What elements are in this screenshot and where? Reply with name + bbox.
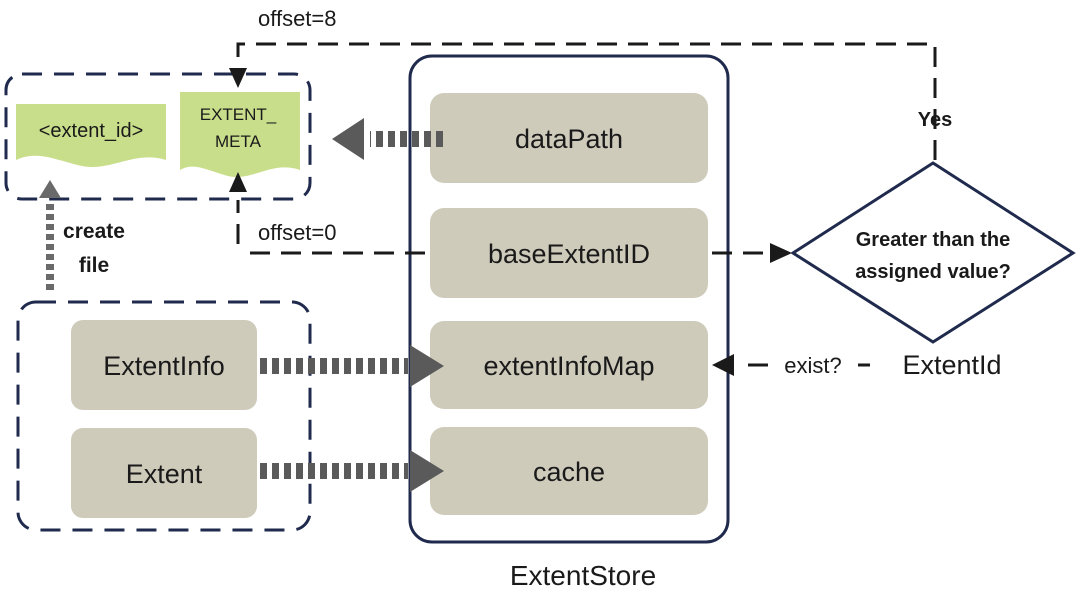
data-path-box bbox=[430, 93, 708, 183]
decision-label-line2: assigned value? bbox=[855, 261, 1011, 283]
exist-label: exist? bbox=[784, 353, 841, 378]
decision-diamond bbox=[790, 161, 1076, 344]
create-file-label-line2: file bbox=[79, 254, 109, 277]
extent-store-border bbox=[408, 54, 730, 544]
extent-id-file-shape bbox=[16, 104, 166, 168]
extent-info-to-map-arrow-head bbox=[410, 345, 444, 387]
offset-top-label: offset=8 bbox=[258, 6, 337, 31]
extent-info-label: ExtentInfo bbox=[103, 351, 225, 381]
extent-store-caption: ExtentStore bbox=[510, 560, 656, 591]
base-extent-id-label: baseExtentID bbox=[488, 239, 650, 269]
yes-loop-arrow-head bbox=[229, 68, 247, 88]
extent-info-box bbox=[71, 320, 257, 410]
offset-zero-arrow-head bbox=[229, 172, 247, 192]
exist-to-map-arrow-head bbox=[712, 354, 734, 376]
extent-info-map-box bbox=[430, 321, 708, 409]
base-extent-id-box bbox=[430, 208, 708, 298]
yes-label: Yes bbox=[918, 109, 952, 131]
memory-group-border bbox=[16, 300, 312, 532]
extent-meta-file-shape bbox=[180, 92, 300, 178]
extent-box bbox=[71, 428, 257, 518]
extent-label: Extent bbox=[126, 459, 203, 489]
data-path-label: dataPath bbox=[515, 124, 623, 154]
cache-box bbox=[430, 427, 708, 515]
extent-id-file-label: <extent_id> bbox=[39, 120, 144, 142]
extent-info-map-label: extentInfoMap bbox=[483, 351, 654, 381]
extent-id-label: ExtentId bbox=[902, 350, 1001, 380]
extent-to-cache-arrow-head bbox=[410, 450, 444, 492]
extent-meta-file-label-line1: EXTENT_ bbox=[200, 105, 277, 124]
file-group-border bbox=[4, 72, 312, 201]
base-to-decision-arrow-head bbox=[770, 243, 792, 263]
create-file-arrow-head bbox=[39, 180, 61, 198]
cache-label: cache bbox=[533, 457, 605, 487]
decision-label-line1: Greater than the bbox=[856, 229, 1010, 251]
data-path-to-files-arrow-head bbox=[332, 118, 364, 160]
extent-meta-file-label-line2: META bbox=[215, 132, 262, 151]
create-file-label-line1: create bbox=[63, 220, 125, 243]
offset-mid-label: offset=0 bbox=[258, 220, 337, 245]
